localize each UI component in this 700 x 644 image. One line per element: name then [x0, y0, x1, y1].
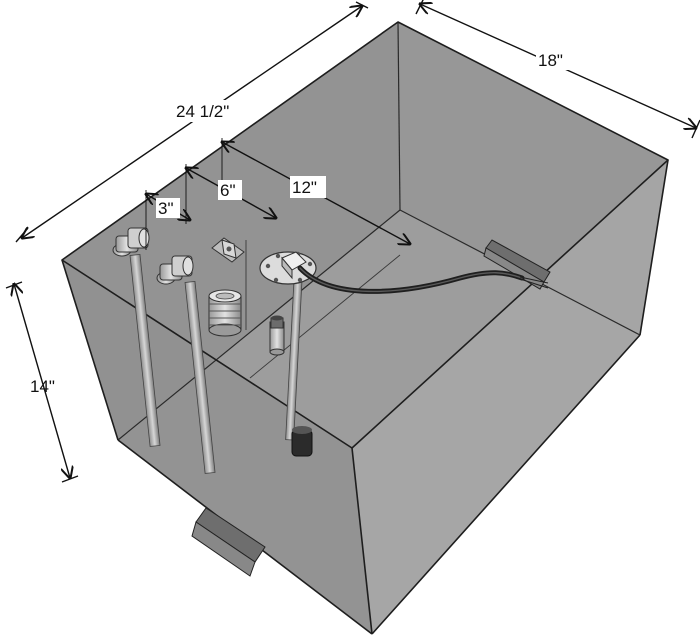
dim-label-height: 14" [30, 377, 55, 396]
label-bg-width [536, 48, 570, 70]
tank-body [61, 21, 669, 635]
wiring-harness-highlight [299, 267, 523, 293]
dim-label-12in: 12" [292, 178, 317, 197]
tank-left-face [62, 260, 372, 634]
wire-leads [519, 276, 549, 289]
dim-label-width: 18" [538, 51, 563, 70]
small-vent-fitting [269, 315, 285, 356]
tank-interior-line-a [249, 254, 401, 379]
mounting-bracket-front [191, 507, 266, 577]
dim-label-3in: 3" [158, 199, 174, 218]
label-bg-12in [290, 176, 326, 198]
tank-edge-front-vertical [351, 447, 373, 635]
tank-hidden-edge-left [117, 209, 401, 441]
dim-line-height [14, 284, 70, 478]
dim-label-6in: 6" [220, 181, 236, 200]
dim-label-length: 24 1/2" [176, 102, 229, 121]
return-tube-right [156, 255, 216, 474]
label-bg-6in [218, 180, 242, 200]
tank-front-face [352, 160, 668, 634]
fuel-sending-unit [259, 251, 317, 457]
label-bg-length [172, 100, 248, 122]
label-bg-3in [156, 198, 180, 218]
tank-edge-right-vertical [639, 159, 669, 336]
filler-cap [208, 289, 242, 337]
tank-edge-bottom-right [371, 334, 641, 635]
